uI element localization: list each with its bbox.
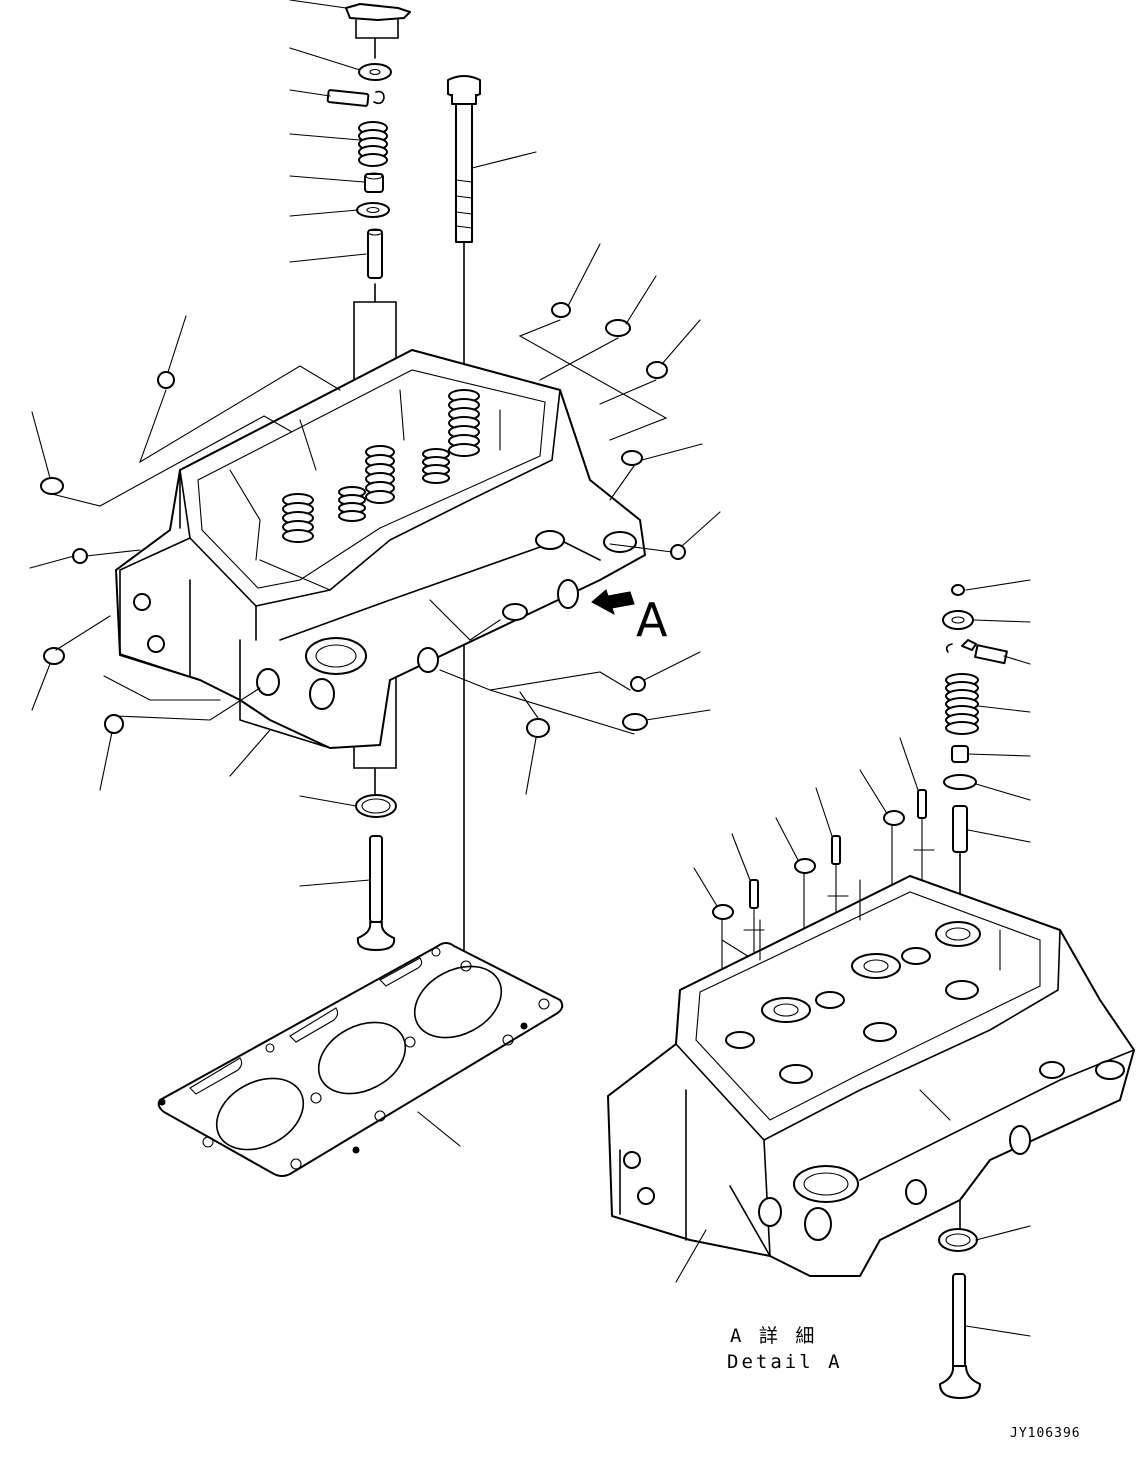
valve-cotter-part — [326, 89, 370, 107]
valve-part — [356, 835, 396, 951]
detail-title-en: Detail A — [727, 1351, 843, 1373]
view-arrow-icon — [591, 589, 635, 616]
head-bolt-part — [447, 75, 537, 961]
spring-seat-washer-part — [356, 202, 390, 218]
rocker-arm-part — [345, 3, 411, 21]
cylinder-head-detail — [607, 875, 1135, 1283]
stem-seal-part — [364, 173, 384, 193]
valve-part-detail — [939, 1273, 981, 1399]
cylinder-head-main — [29, 243, 721, 795]
detail-title-jp: A 詳 細 — [730, 1325, 817, 1347]
cap-plugs — [40, 302, 686, 738]
view-label: A — [636, 593, 668, 647]
valve-stack-upper — [289, 0, 411, 951]
guide-pins-and-seats — [693, 737, 935, 1011]
head-gasket-part — [157, 942, 564, 1177]
valve-spring-part — [358, 121, 388, 167]
valve-guide-part — [367, 229, 383, 279]
installed-springs — [282, 389, 480, 543]
drawing-id: JY106396 — [1010, 1426, 1081, 1441]
spring-retainer-part — [358, 63, 392, 81]
